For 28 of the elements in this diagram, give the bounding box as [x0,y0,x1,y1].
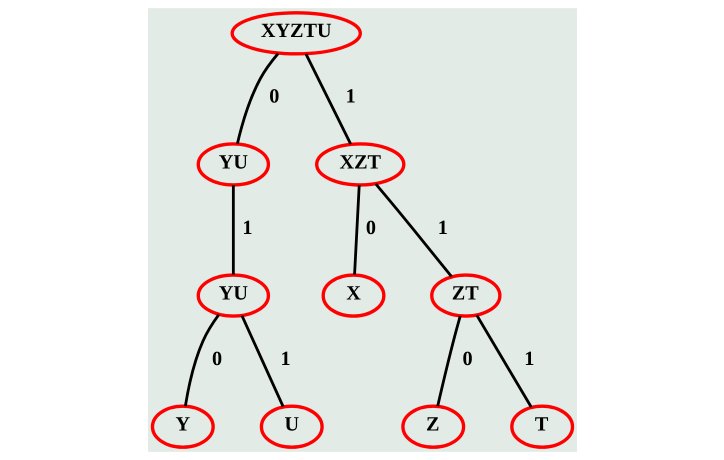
node-ellipse: X [321,273,386,318]
node-ellipse: T [510,404,574,449]
edge-label: 1 [280,348,290,370]
connector [304,53,352,145]
connector [374,183,452,278]
node-ellipse: Y [150,404,214,449]
edge-label: 1 [437,216,448,239]
edge-label: 0 [365,216,376,239]
node-ellipse: YU [196,142,270,187]
edge-label: 0 [462,348,472,370]
connector [240,315,284,408]
edge-label: 1 [524,348,534,370]
edge-label: 0 [268,86,279,108]
connector [231,185,234,275]
connector [475,314,532,408]
connector [236,52,279,144]
edge-label: 1 [242,216,252,239]
edge-label: 0 [212,348,222,370]
connector [436,316,462,406]
node-ellipse: XZT [314,142,405,187]
node-ellipse: XYZTU [230,11,362,56]
node-ellipse: ZT [430,273,502,318]
connector [184,314,220,406]
node-ellipse: U [259,404,324,449]
node-ellipse: YU [196,273,270,318]
edge-label: 1 [345,86,356,108]
connector [352,185,360,275]
node-ellipse: Z [400,404,465,449]
